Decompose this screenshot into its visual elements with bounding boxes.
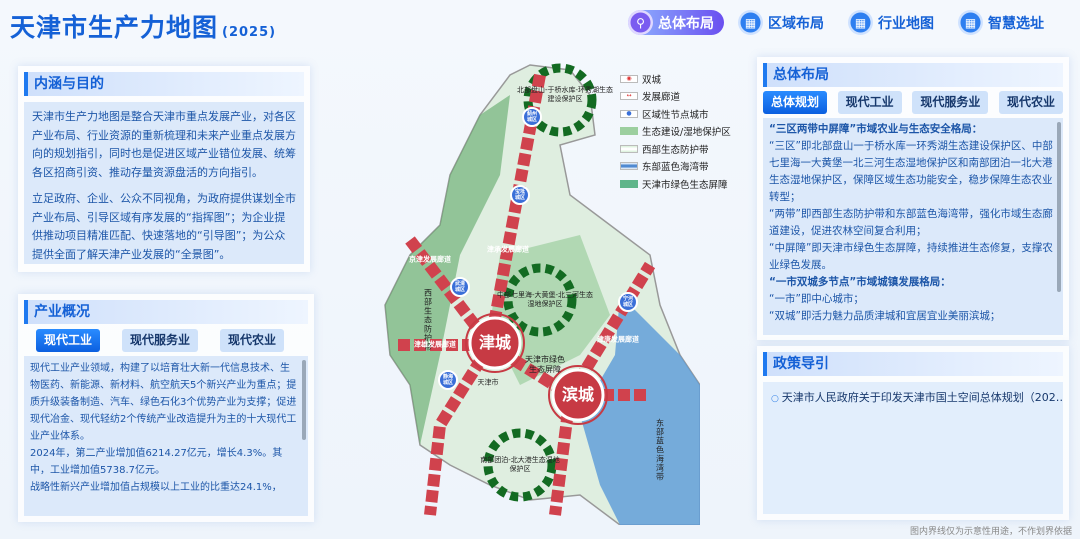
policy-list: ○ 天津市人民政府关于印发天津市国土空间总体规划（202…	[763, 382, 1063, 514]
layout-panel: 总体布局 总体规划 现代工业 现代服务业 现代农业 “三区两带中屏障”市域农业与…	[757, 57, 1069, 340]
nav-industry-map[interactable]: ▦ 行业地图	[848, 10, 944, 35]
bullet-icon: ○	[771, 394, 782, 404]
legend-item: ◉双城	[620, 70, 731, 88]
overview-text: 现代工业产业领域，构建了以培育壮大新一代信息技术、生物医药、新能源、新材料、航空…	[24, 356, 308, 516]
layout-line: “一市”即中心城市；	[769, 293, 864, 305]
legend-item: 西部生态防护带	[620, 140, 731, 158]
tab-modern-agriculture[interactable]: 现代农业	[998, 91, 1063, 114]
nav-regional-layout[interactable]: ▦ 区域布局	[738, 10, 834, 35]
legend-item: ↔发展廊道	[620, 88, 731, 106]
title-text: 天津市生产力地图	[10, 13, 219, 42]
legend-item: 生态建设/湿地保护区	[620, 123, 731, 141]
label-barrier: 天津市绿色生态屏障	[525, 355, 565, 374]
label-baodi: 宝坻城区	[514, 189, 525, 201]
tab-general-plan[interactable]: 总体规划	[763, 91, 828, 114]
legend-label: 东部蓝色海湾带	[642, 162, 709, 174]
map-user-icon: ⚲	[628, 10, 653, 35]
label-bincheng: 滨城	[561, 385, 595, 404]
legend-item: 天津市绿色生态屏障	[620, 175, 731, 193]
nav-label: 行业地图	[878, 15, 934, 32]
node-city-markers	[438, 107, 638, 390]
label-corr-west: 津雄发展廊道	[414, 340, 456, 349]
legend-label: 双城	[642, 74, 662, 86]
page-title: 天津市生产力地图(2025)	[10, 8, 276, 44]
intro-panel: 内涵与目的 天津市生产力地图是整合天津市重点发展产业，对各区产业布局、行业资源的…	[18, 66, 310, 272]
layout-line: “两带”即西部生态防护带和东部蓝色海湾带，强化市域生态廊道建设，促进农林空间复合…	[769, 208, 1053, 237]
legend-item: ●区域性节点城市	[620, 105, 731, 123]
label-corr-jingjin: 京津发展廊道	[409, 255, 451, 264]
layout-title: 总体布局	[763, 63, 1063, 87]
label-jinghai: 静海城区	[442, 374, 453, 386]
layout-line: “中屏障”即天津市绿色生态屏障，持续推进生态修复，支撑农业绿色发展。	[769, 242, 1053, 271]
label-ninghe: 宁河城区	[622, 296, 633, 308]
layout-text: “三区两带中屏障”市域农业与生态安全格局： “三区”即北部盘山一于桥水库一环秀湖…	[763, 118, 1063, 335]
label-south-zone: 南部团泊-北大港生态湿地保护区	[480, 456, 560, 473]
tab-modern-industry[interactable]: 现代工业	[36, 329, 101, 352]
legend-label: 发展廊道	[642, 92, 681, 104]
nav-label: 总体布局	[658, 15, 714, 32]
nav-smart-siting[interactable]: ▦ 智慧选址	[958, 10, 1054, 35]
map-legend: ◉双城 ↔发展廊道 ●区域性节点城市 生态建设/湿地保护区 西部生态防护带 东部…	[620, 70, 731, 193]
tab-modern-services[interactable]: 现代服务业	[122, 329, 199, 352]
footer-disclaimer: 图内界线仅为示意性用途，不作划界依据	[909, 527, 1072, 537]
nav-overall-layout[interactable]: ⚲ 总体布局	[628, 10, 724, 35]
nav-label: 智慧选址	[988, 15, 1044, 32]
intro-paragraph: 天津市生产力地图是整合天津市重点发展产业，对各区产业布局、行业资源的重新梳理和未…	[32, 110, 296, 179]
map-graphic	[384, 63, 700, 525]
legend-label: 区域性节点城市	[642, 109, 709, 121]
intro-title: 内涵与目的	[24, 72, 304, 96]
legend-label: 天津市绿色生态屏障	[642, 179, 728, 191]
grid-book-icon: ▦	[848, 10, 873, 35]
title-year: (2025)	[222, 25, 277, 40]
eco-zone-rings	[483, 63, 597, 502]
scrollbar[interactable]	[302, 360, 306, 440]
label-east-belt: 东部蓝色海湾带	[656, 418, 664, 482]
legend-label: 生态建设/湿地保护区	[642, 127, 731, 139]
label-jizhou: 蓟州城区	[526, 111, 537, 123]
tab-modern-agriculture[interactable]: 现代农业	[220, 329, 285, 352]
nav-label: 区域布局	[768, 15, 824, 32]
layout-line: “三区”即北部盘山一于桥水库一环秀湖生态建设保护区、中部七里海一大黄堡一北三河生…	[769, 140, 1053, 203]
scrollbar[interactable]	[1057, 122, 1061, 292]
legend-item: 东部蓝色海湾带	[620, 158, 731, 176]
label-west-belt: 西部生态防护带	[424, 288, 432, 352]
label-mid-zone: 中部七里海-大黄堡-北三河生态湿地保护区	[496, 291, 594, 308]
overview-line: 2024年，第二产业增加值6214.27亿元，增长4.3%。其中，工业增加值57…	[30, 448, 283, 476]
layout-line: “三区两带中屏障”市域农业与生态安全格局：	[769, 123, 983, 135]
jincheng-marker	[468, 316, 522, 370]
overview-line: 战略性新兴产业增加值占规模以上工业的比重达24.1%，	[30, 482, 282, 493]
sea-bay	[580, 295, 700, 525]
bincheng-marker	[551, 368, 605, 422]
label-wuqing: 武清城区	[454, 281, 465, 293]
west-belt-area	[385, 95, 510, 445]
intro-paragraph: 立足政府、企业、公众不同视角，为政府提供谋划全市产业布局、引导区域有序发展的“指…	[32, 192, 296, 261]
label-corr-east: 津唐发展廊道	[597, 335, 639, 344]
legend-label: 西部生态防护带	[642, 144, 709, 156]
label-tianjin: 天津市	[477, 378, 499, 387]
policy-item[interactable]: ○ 天津市人民政府关于印发天津市国土空间总体规划（202…	[771, 388, 1063, 409]
tab-modern-services[interactable]: 现代服务业	[912, 91, 989, 114]
policy-title: 政策导引	[763, 352, 1063, 376]
layout-line: “一市双城多节点”市域城镇发展格局：	[769, 276, 951, 288]
top-nav: ⚲ 总体布局 ▦ 区域布局 ▦ 行业地图 ▦ 智慧选址	[628, 10, 1054, 35]
tab-modern-industry[interactable]: 现代工业	[837, 91, 902, 114]
grid-book-icon: ▦	[958, 10, 983, 35]
policy-panel: 政策导引 ○ 天津市人民政府关于印发天津市国土空间总体规划（202…	[757, 346, 1069, 520]
grid-book-icon: ▦	[738, 10, 763, 35]
overview-title: 产业概况	[24, 300, 308, 324]
label-north-zone: 北部盘山-于桥水库-环秀湖生态建设保护区	[516, 86, 614, 103]
overview-panel: 产业概况 现代工业 现代服务业 现代农业 现代工业产业领域，构建了以培育壮大新一…	[18, 294, 314, 522]
layout-line: “双城”即活力魅力品质津城和宜居宜业美丽滨城；	[769, 310, 1001, 322]
label-corr-north: 津承发展廊道	[487, 245, 529, 254]
policy-item-text: 天津市人民政府关于印发天津市国土空间总体规划（202…	[781, 391, 1063, 404]
overview-line: 现代工业产业领域，构建了以培育壮大新一代信息技术、生物医药、新能源、新材料、航空…	[30, 363, 297, 442]
tianjin-map[interactable]: 蓟州城区 宝坻城区 武清城区 宁河城区 静海城区 津城 滨城 北部盘山-于桥水库…	[380, 55, 700, 525]
label-jincheng: 津城	[478, 333, 512, 352]
